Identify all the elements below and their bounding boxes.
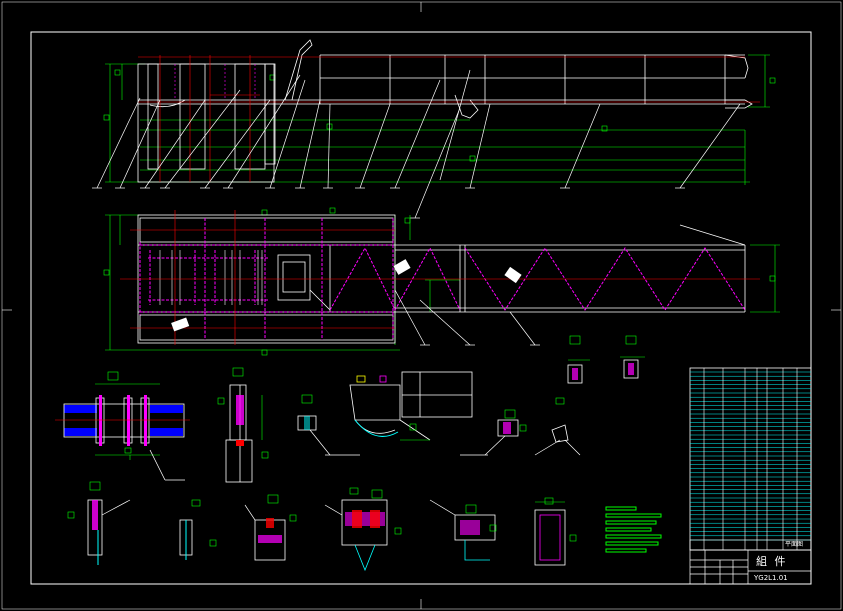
title-block-small-label: 平面图 <box>785 541 804 548</box>
title-block-name: 組 件 <box>756 555 788 568</box>
elevation-view <box>92 39 776 219</box>
detail-bearing-2 <box>324 487 402 572</box>
parts-list-table <box>689 367 812 551</box>
detail-plate-left <box>67 481 131 565</box>
detail-hopper <box>349 371 473 441</box>
plan-centerlines <box>120 210 760 345</box>
detail-roller-top-1 <box>567 335 590 384</box>
elevation-centerlines <box>138 55 760 182</box>
elevation-leaders <box>92 69 741 219</box>
detail-shaft-coupling <box>55 371 190 481</box>
plan-leaders <box>394 224 746 346</box>
plan-note-boxes <box>171 259 522 332</box>
plan-dimensions <box>103 207 780 356</box>
elevation-hidden <box>174 64 256 100</box>
detail-roller-top-2 <box>620 335 645 379</box>
detail-bearing-1 <box>244 494 297 561</box>
detail-roller-right <box>460 409 527 456</box>
detail-frame-section <box>534 497 577 566</box>
title-block-drawing-number: YG2L1.01 <box>754 574 788 582</box>
detail-small-pin <box>297 394 360 456</box>
detail-plate-mid <box>179 499 217 560</box>
detail-bearing-3 <box>429 499 497 561</box>
plan-members-white <box>159 250 263 305</box>
plan-view <box>103 207 780 356</box>
title-block <box>689 549 812 585</box>
detail-bracket-section <box>217 367 269 483</box>
detail-hook <box>534 397 581 456</box>
notes-lines <box>605 506 662 553</box>
